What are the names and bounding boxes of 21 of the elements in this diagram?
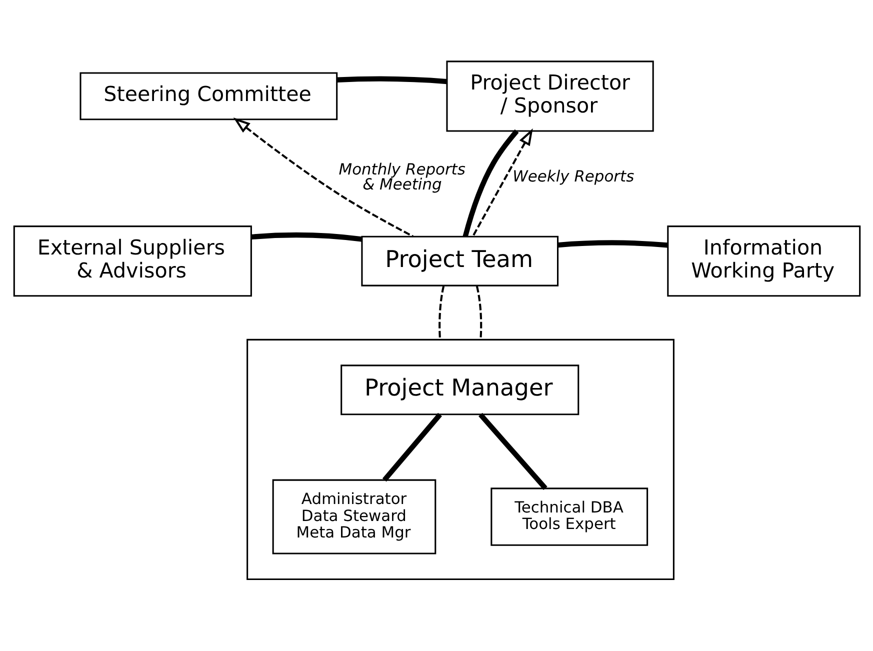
arrow xyxy=(232,117,413,238)
node-box: Project Team xyxy=(360,236,558,286)
connector xyxy=(336,76,447,84)
node-box: Steering Committee xyxy=(79,72,338,120)
node-box: Project Manager xyxy=(340,364,579,416)
node-box: External Suppliers & Advisors xyxy=(12,226,252,297)
connector xyxy=(557,240,668,248)
arrow xyxy=(472,128,532,237)
edge-label: Weekly Reports xyxy=(512,167,634,186)
cluster xyxy=(246,338,674,580)
connector xyxy=(462,129,518,238)
node-box: Project Director / Sponsor xyxy=(446,60,654,132)
connector xyxy=(475,286,482,340)
connector xyxy=(478,412,547,490)
node-box: Administrator Data Steward Meta Data Mgr xyxy=(272,479,436,554)
connector xyxy=(250,232,362,242)
edge-label: Monthly Reports & Meeting xyxy=(338,160,465,194)
node-box: Technical DBA Tools Expert xyxy=(490,488,648,546)
connector xyxy=(438,286,444,340)
node-box: Information Working Party xyxy=(666,226,860,297)
connector xyxy=(382,412,442,482)
